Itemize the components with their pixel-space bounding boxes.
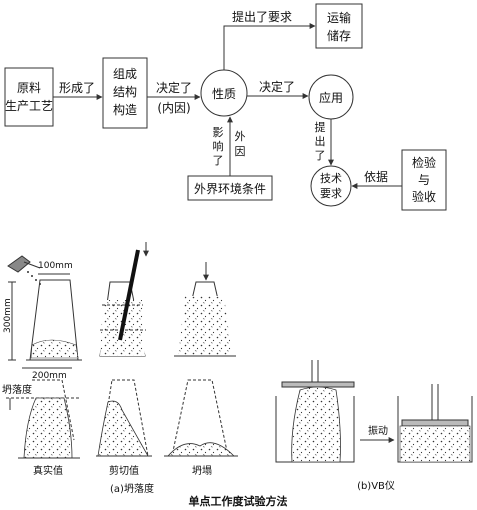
svg-text:出: 出 [315,134,326,148]
svg-text:组成: 组成 [113,67,137,81]
vb-apparatus: 振动 (b)VB仪 [275,360,473,492]
svg-text:与: 与 [418,173,430,187]
node-transport: 运输 储存 [315,3,363,49]
figure-title: 单点工作度试验方法 [189,494,288,508]
svg-text:外界环境条件: 外界环境条件 [194,181,266,196]
svg-text:技术: 技术 [320,172,342,185]
svg-text:了: 了 [315,149,326,162]
node-inspection: 检验 与 验收 [401,149,447,211]
cone-lifted [174,262,236,357]
svg-text:验收: 验收 [412,189,436,204]
svg-text:坍落度: 坍落度 [2,383,32,396]
svg-text:形成了: 形成了 [59,81,95,95]
result-collapse: 坍塌 [164,379,238,477]
svg-text:运输: 运输 [327,10,351,25]
slump-figures: 100mm 300mm 200mm [2,242,238,495]
node-environment: 外界环境条件 [187,175,273,201]
cone-rodding [99,242,149,357]
svg-text:(b)VB仪: (b)VB仪 [357,480,395,492]
svg-text:外: 外 [235,130,246,143]
node-properties: 性质 [200,69,248,117]
svg-text:响: 响 [213,140,224,153]
node-composition: 组成 结构 构造 [102,57,148,129]
svg-text:因: 因 [235,145,246,158]
svg-text:原料: 原料 [17,81,41,95]
svg-text:真实值: 真实值 [33,464,63,477]
svg-text:了: 了 [213,154,224,167]
node-raw-material: 原料 生产工艺 [4,67,54,127]
svg-text:坍塌: 坍塌 [192,464,212,477]
svg-text:要求: 要求 [320,187,342,200]
svg-text:结构: 结构 [113,84,137,99]
svg-text:(内因): (内因) [157,101,190,115]
svg-text:依据: 依据 [364,169,388,184]
svg-text:100mm: 100mm [38,261,73,271]
svg-text:振动: 振动 [368,424,388,437]
svg-text:生产工艺: 生产工艺 [5,99,53,113]
svg-text:提: 提 [315,121,326,134]
edge-requirements [223,23,316,70]
svg-text:储存: 储存 [327,28,351,43]
result-true-slump: 真实值 [18,379,80,477]
result-shear: 剪切值 [96,379,152,477]
svg-text:性质: 性质 [212,87,236,101]
node-tech-requirement: 技术 要求 [310,165,352,207]
svg-text:(a)坍落度: (a)坍落度 [110,482,154,495]
svg-text:应用: 应用 [319,90,343,105]
svg-text:提出了要求: 提出了要求 [232,9,292,24]
svg-text:检验: 检验 [412,155,436,170]
svg-text:决定了: 决定了 [156,80,192,95]
node-application: 应用 [308,74,354,120]
svg-text:决定了: 决定了 [259,79,295,94]
svg-text:300mm: 300mm [3,298,13,333]
cone-filling [26,279,82,361]
svg-text:剪切值: 剪切值 [109,464,139,477]
scoop-icon [7,255,41,285]
svg-text:200mm: 200mm [32,371,67,381]
svg-text:影: 影 [213,126,224,139]
flowchart: 原料 生产工艺 组成 结构 构造 性质 运输 储存 应用 技术 [4,3,447,211]
svg-text:构造: 构造 [113,102,137,117]
